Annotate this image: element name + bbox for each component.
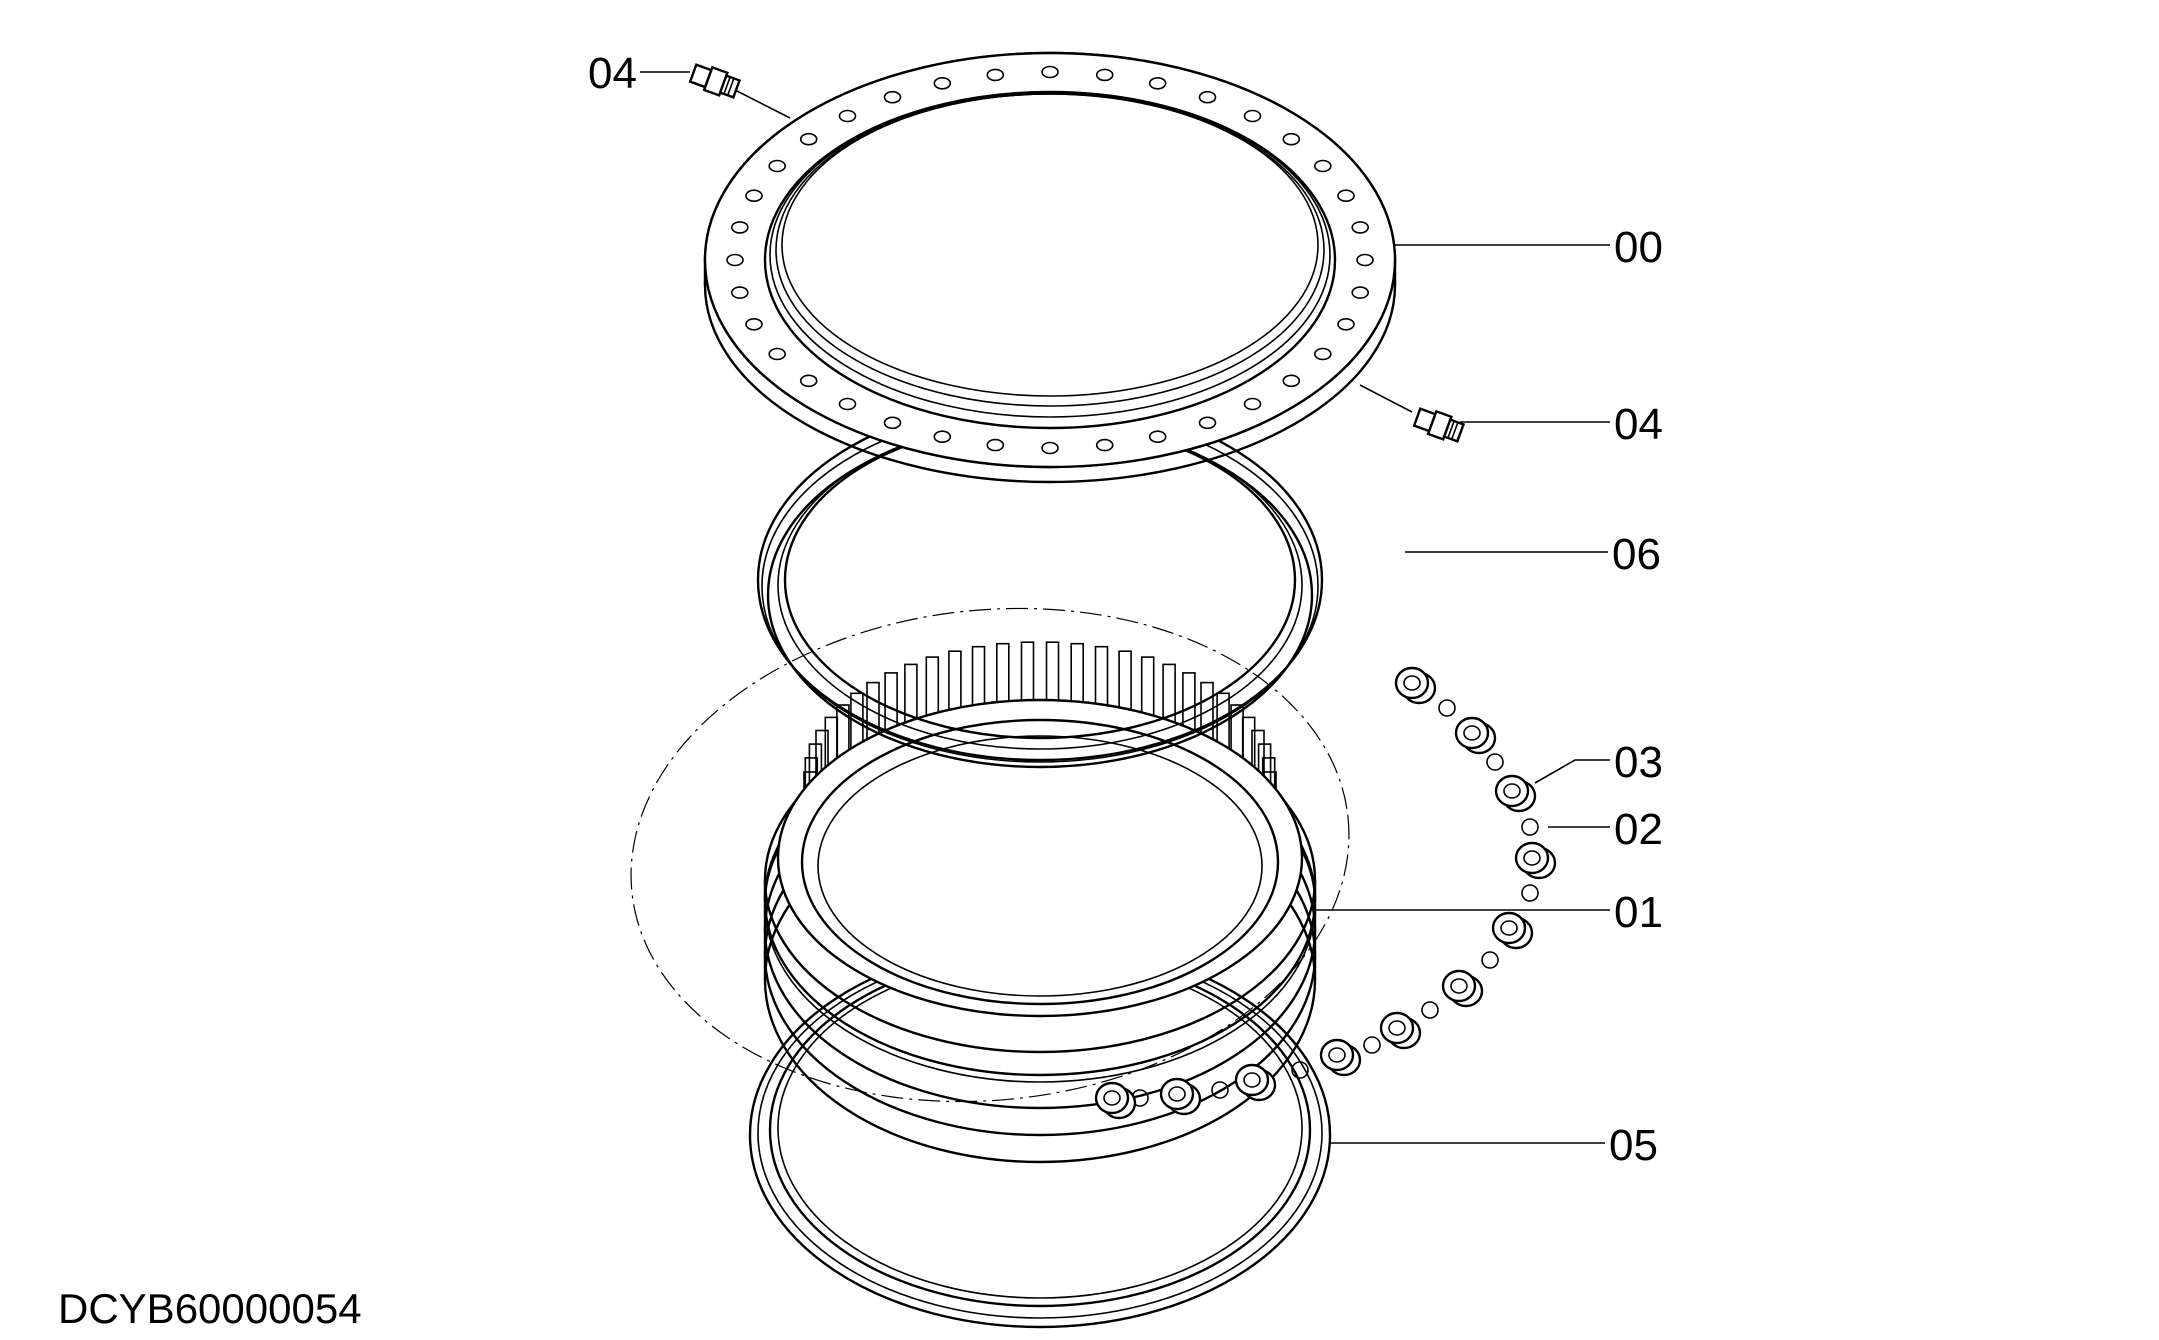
- bolt-hole: [1095, 438, 1114, 452]
- bolt-hole: [1314, 347, 1332, 361]
- bolt-hole: [838, 397, 857, 411]
- gear-tooth: [1182, 672, 1196, 734]
- bearing-ball: [1521, 884, 1539, 902]
- spacer: [1234, 1063, 1277, 1102]
- bolt-hole: [1041, 441, 1059, 455]
- drawing-id: DCYB60000054: [58, 1285, 362, 1332]
- bolt-hole: [986, 68, 1005, 82]
- bolt-hole: [1095, 68, 1114, 82]
- bolt-hole: [838, 109, 857, 123]
- callout-spacer: 03: [1614, 738, 1663, 787]
- bolt-hole: [768, 347, 787, 361]
- bearing-ball: [1438, 699, 1456, 717]
- callout-fitting-right: 04: [1614, 400, 1663, 449]
- ring-gear: [703, 51, 1397, 484]
- bolt-hole: [768, 159, 787, 173]
- bolt-hole: [1351, 221, 1369, 234]
- bolt-hole: [933, 430, 952, 444]
- bearing-ball: [1211, 1081, 1229, 1099]
- bolt-hole: [1041, 65, 1059, 79]
- gear-tooth: [1070, 642, 1084, 705]
- bolt-hole: [745, 189, 763, 202]
- bolt-hole: [986, 438, 1005, 452]
- bearing-ball: [1363, 1036, 1381, 1054]
- bolt-hole: [730, 221, 749, 234]
- bolt-hole: [1282, 374, 1301, 388]
- spacer: [1454, 716, 1497, 755]
- bolt-hole: [1351, 286, 1369, 299]
- bolt-hole: [1148, 77, 1167, 90]
- bolt-hole: [1243, 109, 1262, 123]
- bolt-hole: [1243, 397, 1262, 411]
- callout-fitting-top: 04: [588, 49, 637, 98]
- gear-tooth: [995, 642, 1010, 705]
- spacer: [1494, 774, 1537, 813]
- bolt-hole: [1337, 189, 1355, 202]
- ball-and-spacer-set: [1094, 666, 1557, 1120]
- inner-race: [763, 641, 1317, 1164]
- bearing-ball: [1421, 1001, 1439, 1019]
- bearing-ball: [1291, 1061, 1309, 1079]
- bolt-hole: [1337, 317, 1355, 331]
- spacer: [1514, 841, 1557, 880]
- callout-seal-upper: 06: [1612, 530, 1661, 579]
- callout-seal-lower: 05: [1609, 1121, 1658, 1170]
- gear-tooth: [1020, 641, 1035, 704]
- gear-tooth: [1118, 650, 1132, 713]
- gear-tooth: [971, 645, 986, 708]
- bolt-hole: [1314, 159, 1332, 173]
- spacer: [1441, 969, 1484, 1008]
- spacer: [1394, 666, 1437, 705]
- bolt-hole: [745, 317, 763, 331]
- bolt-hole: [799, 132, 818, 146]
- gear-tooth: [925, 656, 940, 718]
- grease-fitting-top: [688, 63, 742, 99]
- bearing-ball: [1481, 951, 1499, 969]
- spacer: [1319, 1038, 1362, 1077]
- spacer: [1491, 911, 1534, 950]
- gear-tooth: [1045, 641, 1060, 704]
- callout-ring-gear: 00: [1614, 223, 1663, 272]
- callout-inner-race: 01: [1614, 888, 1663, 937]
- race-path-dashed: [630, 607, 1350, 1103]
- bolt-hole: [1282, 132, 1301, 146]
- gear-tooth: [884, 672, 898, 734]
- grease-fitting-right: [1412, 407, 1466, 443]
- spacer: [1159, 1077, 1202, 1116]
- bolt-hole: [1356, 253, 1374, 267]
- gear-tooth: [1140, 656, 1155, 718]
- bolt-hole: [730, 286, 749, 299]
- bolt-hole: [1148, 430, 1167, 444]
- bolt-hole: [799, 374, 818, 388]
- bolt-hole: [933, 77, 952, 90]
- spacer: [1379, 1011, 1422, 1050]
- bolt-hole: [1198, 90, 1217, 104]
- bolt-hole: [1198, 416, 1217, 430]
- bearing-ball: [1521, 818, 1539, 836]
- bolt-hole: [883, 416, 902, 430]
- gear-tooth: [1094, 645, 1109, 708]
- leader-lines: [640, 71, 1610, 1144]
- spacer: [1094, 1081, 1137, 1120]
- bolt-hole: [883, 90, 902, 104]
- bolt-hole: [726, 253, 744, 267]
- bearing-ball: [1486, 753, 1504, 771]
- callout-ball: 02: [1614, 805, 1663, 854]
- gear-tooth: [948, 650, 962, 713]
